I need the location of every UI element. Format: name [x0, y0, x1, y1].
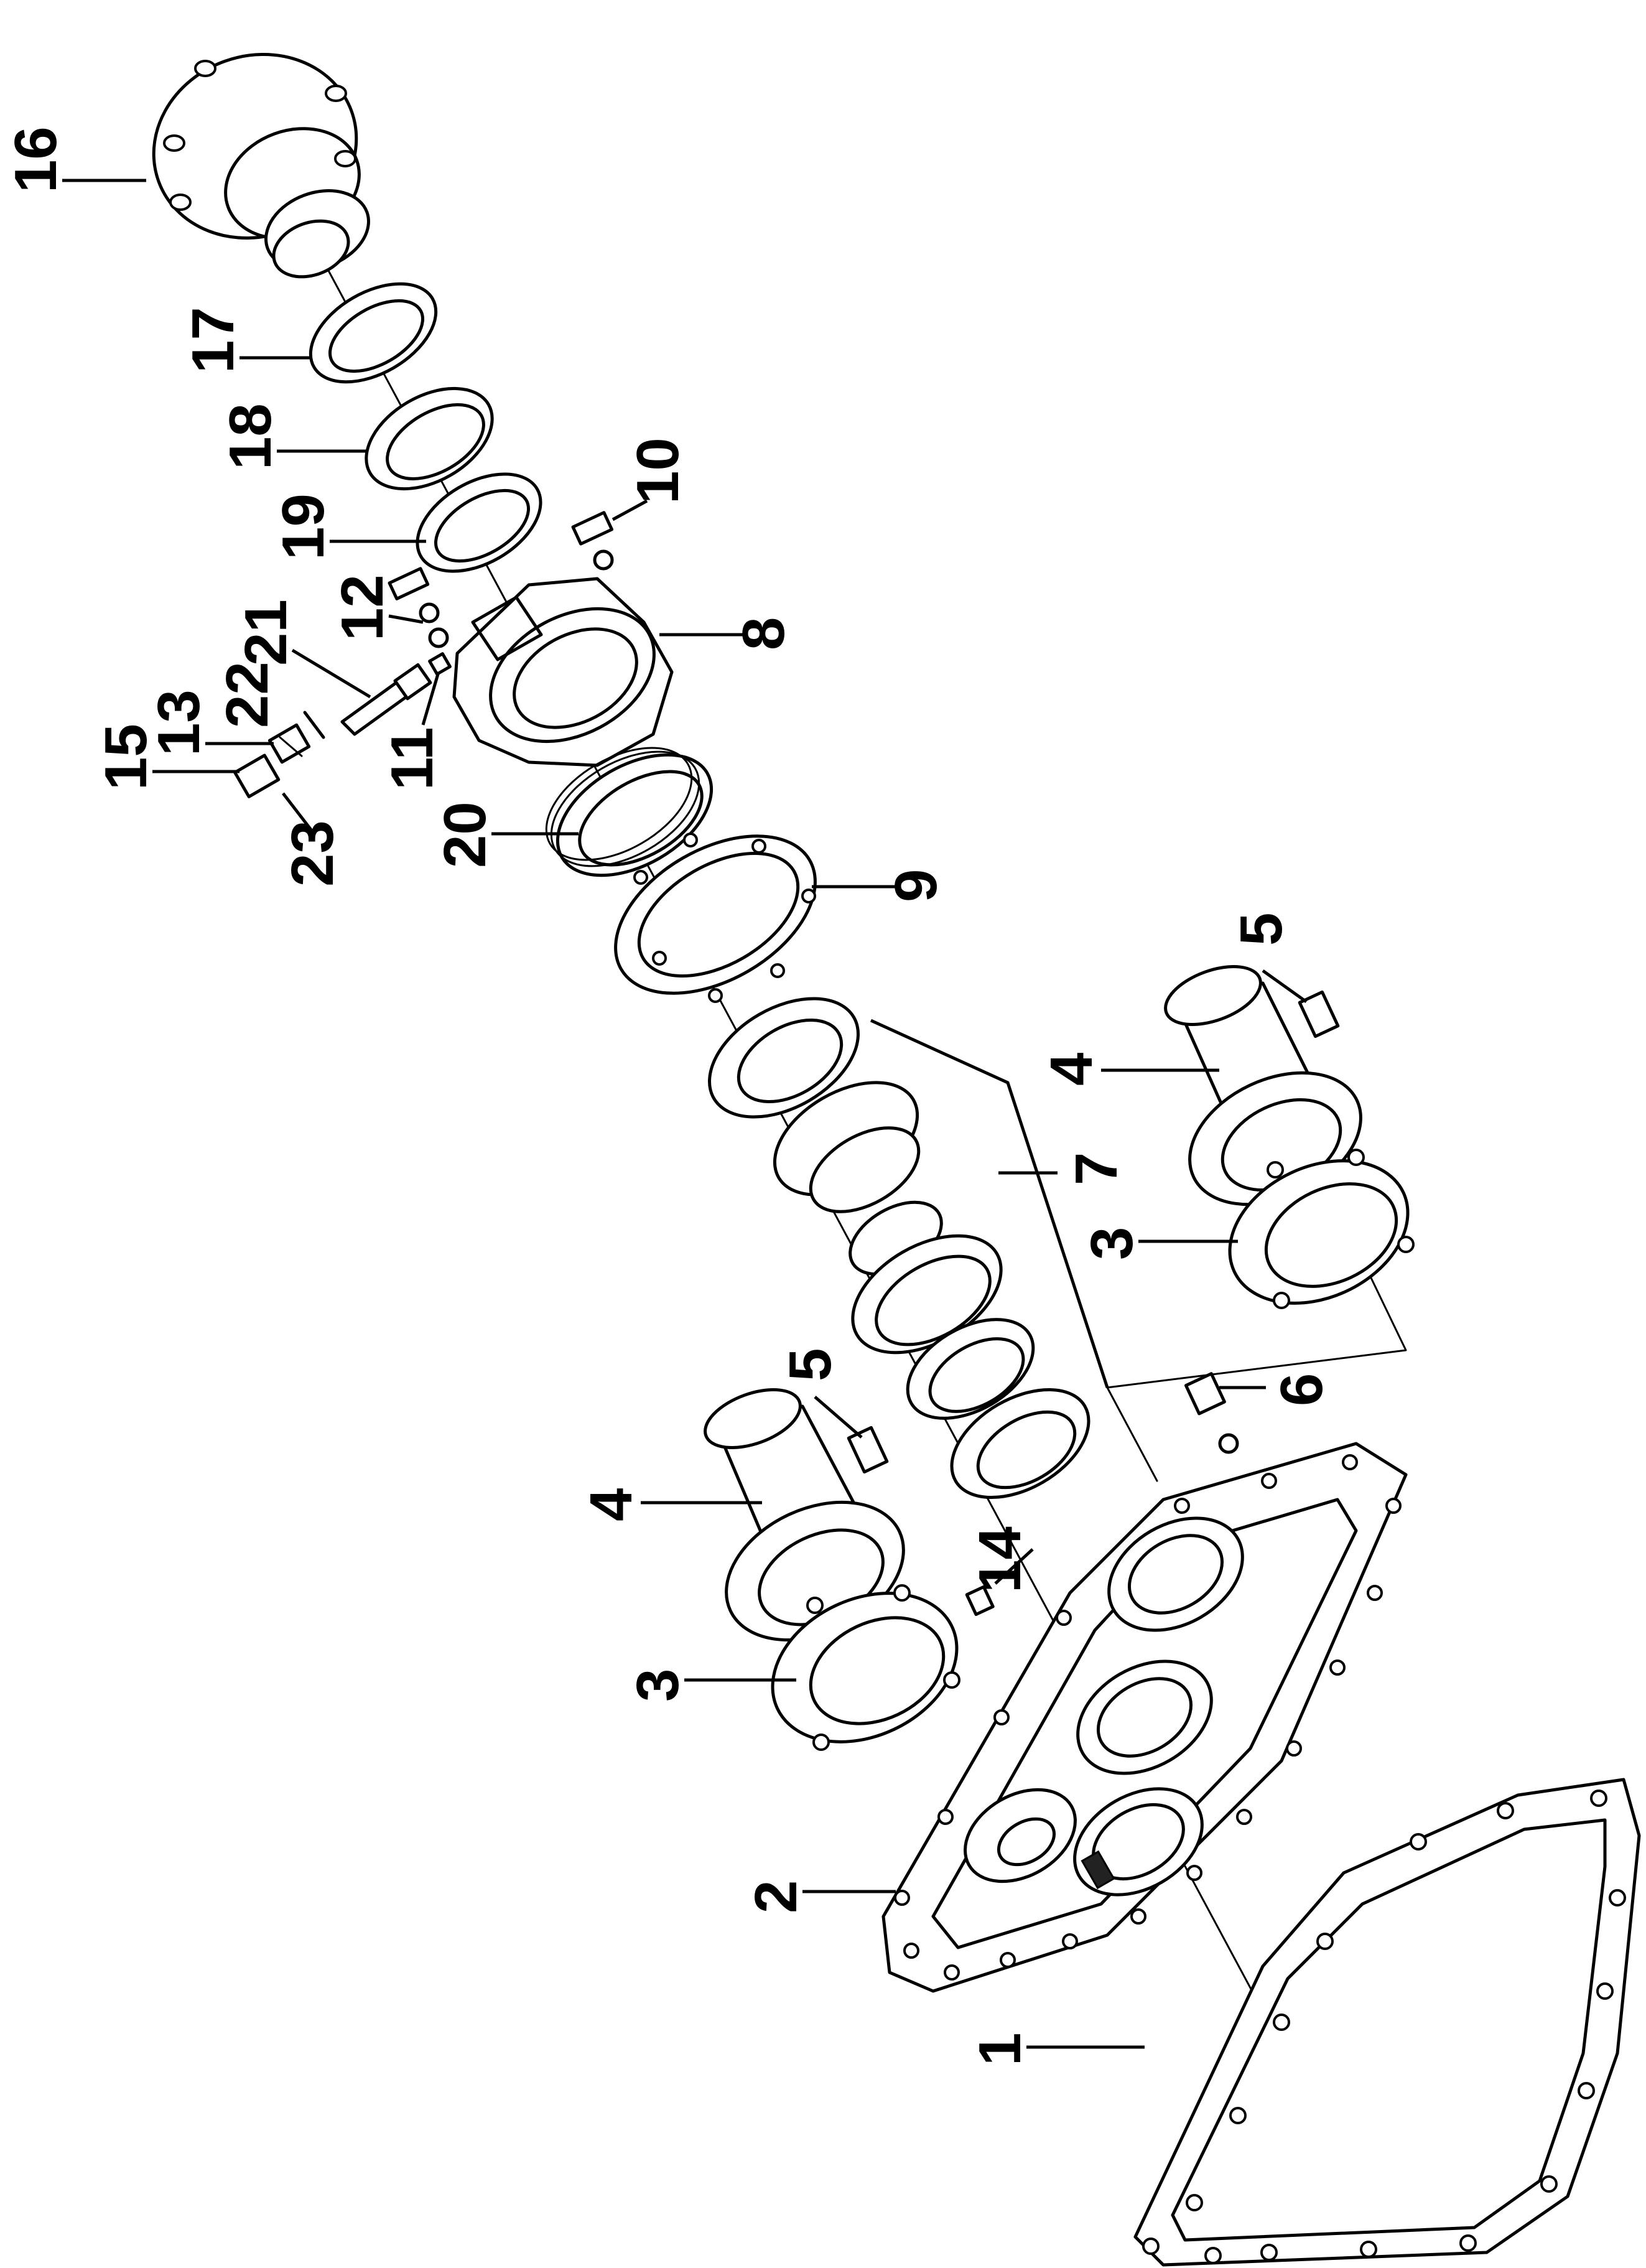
- part-10-bolt: [571, 511, 614, 571]
- part-23-cap: [233, 754, 281, 798]
- part-13-plug: [267, 723, 311, 764]
- callout-17: 17: [180, 307, 246, 373]
- callout-12: 12: [329, 574, 396, 641]
- part-8-bearing-housing: [452, 577, 674, 767]
- callout-18: 18: [217, 403, 284, 470]
- guide-line-lower: [1106, 1386, 1158, 1482]
- callout-4a: 4: [578, 1488, 644, 1521]
- part-5-bolt-right: [1298, 990, 1340, 1038]
- bracket-7: [870, 1019, 1109, 1388]
- leader-14: [994, 1548, 1034, 1585]
- part-20-threaded-ring: [545, 747, 714, 877]
- part-1-cover-gasket: [1133, 1778, 1641, 2267]
- callout-16: 16: [2, 126, 69, 193]
- part-11-key: [428, 652, 452, 676]
- part-4-cover-right: [1164, 965, 1362, 1206]
- leader-5a: [814, 1396, 863, 1439]
- callout-15: 15: [93, 724, 159, 790]
- leader-23: [282, 792, 315, 835]
- part-5-bolt-left: [847, 1426, 889, 1474]
- callout-8: 8: [730, 617, 797, 650]
- leader-21: [291, 648, 371, 699]
- part-16-output-flange: [152, 53, 370, 279]
- part-21-sensor: [340, 663, 432, 736]
- callout-20: 20: [432, 801, 498, 868]
- callout-21: 21: [233, 599, 299, 666]
- leader-11: [421, 671, 440, 726]
- callout-3a: 3: [625, 1669, 691, 1702]
- leader-5b: [1262, 969, 1308, 1004]
- part-12-bolt-washers: [388, 567, 449, 648]
- part-3-gasket-left: [771, 1584, 960, 1751]
- part-18-seal-ring: [365, 386, 494, 491]
- callout-4b: 4: [1038, 1053, 1105, 1086]
- callout-14: 14: [967, 1526, 1033, 1593]
- part-22-clip: [303, 711, 325, 739]
- callout-9: 9: [883, 869, 949, 902]
- part-3-gasket-right: [1228, 1149, 1415, 1309]
- callout-2: 2: [743, 1880, 809, 1913]
- callout-22: 22: [214, 661, 281, 728]
- part-19-spacer-ring: [416, 472, 542, 573]
- callout-23: 23: [279, 820, 346, 887]
- leader-12: [388, 614, 424, 624]
- callout-11: 11: [379, 727, 445, 790]
- part-17-bearing-ring: [309, 282, 438, 384]
- part-9-flange-gasket: [614, 833, 817, 1003]
- part-2-gear-housing: [881, 1442, 1408, 1993]
- part-7-bearing-shaft-assembly: [708, 997, 1090, 1500]
- callout-6: 6: [1268, 1373, 1335, 1406]
- leader-10: [611, 499, 648, 521]
- callout-3b: 3: [1079, 1227, 1145, 1260]
- part-14-dowel: [965, 1585, 995, 1617]
- callout-7: 7: [1063, 1152, 1130, 1185]
- callout-13: 13: [146, 689, 212, 756]
- callout-5a: 5: [777, 1348, 844, 1381]
- callout-5b: 5: [1228, 913, 1295, 946]
- callout-19: 19: [270, 493, 337, 560]
- callout-1: 1: [967, 2033, 1033, 2066]
- callout-10: 10: [625, 437, 691, 504]
- part-6-bolt-washer: [1184, 1372, 1239, 1454]
